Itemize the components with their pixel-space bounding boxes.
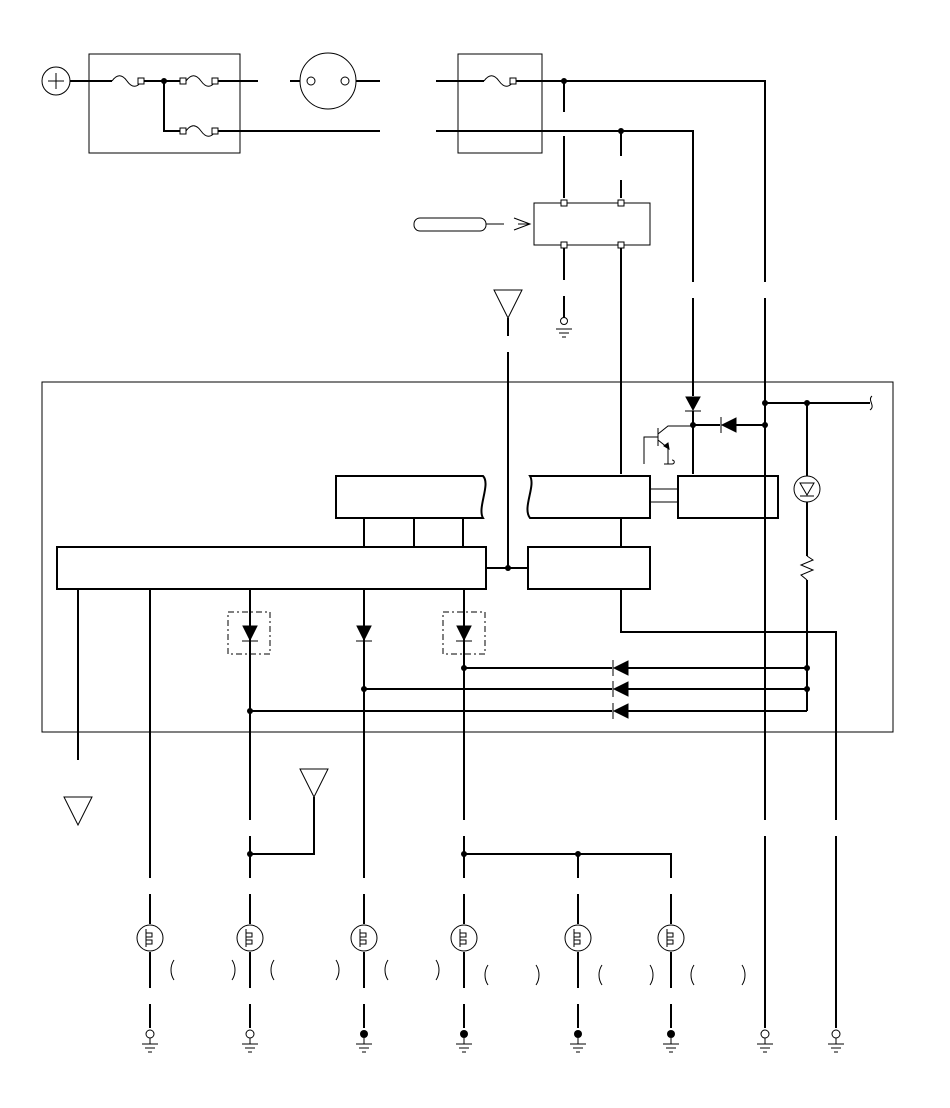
resistor-icon xyxy=(799,555,815,581)
diode-icon xyxy=(720,417,737,433)
ground-icon xyxy=(570,1030,586,1053)
diode-icon xyxy=(685,396,701,412)
bus-b-c xyxy=(650,488,678,503)
transistor-icon xyxy=(643,425,693,465)
junction-dot xyxy=(762,422,768,428)
fuse-box-left xyxy=(88,53,241,154)
diode-icon xyxy=(612,703,629,719)
ground-icon xyxy=(828,1029,844,1053)
led-icon xyxy=(793,475,821,503)
wire-gap-marks xyxy=(691,282,838,836)
junction-dot xyxy=(505,565,511,571)
ground-icon xyxy=(663,1030,679,1053)
wire-break-mark xyxy=(869,395,873,411)
diode-icon xyxy=(456,625,472,642)
block-main xyxy=(56,546,487,590)
wire-ch5-branch xyxy=(464,853,672,878)
fuse-icon xyxy=(179,125,219,137)
control-module-outline xyxy=(41,381,894,733)
diode-icon xyxy=(242,625,258,642)
ground-icon xyxy=(556,317,572,338)
speaker-icon xyxy=(564,894,592,1028)
ground-icon xyxy=(356,1030,372,1053)
speaker-icon xyxy=(236,894,264,1028)
fuse-box-right xyxy=(457,53,543,154)
block-c xyxy=(677,475,779,519)
diode-icon xyxy=(612,681,629,697)
wire-acc-main xyxy=(436,130,694,290)
antenna-icon xyxy=(493,289,523,320)
wire-d-out xyxy=(620,589,837,820)
junction-dot xyxy=(804,665,810,671)
junction-dot xyxy=(804,686,810,692)
battery-positive-icon xyxy=(41,66,71,96)
bracket-marks xyxy=(170,959,746,986)
ignition-switch-icon xyxy=(290,52,380,110)
antenna-icon xyxy=(299,768,329,799)
actuator-rod xyxy=(413,217,532,232)
junction-dot xyxy=(247,708,253,714)
wire-bplus-main xyxy=(516,80,766,290)
block-b xyxy=(526,475,651,519)
bus-a-main xyxy=(363,518,464,547)
junction-dot xyxy=(461,665,467,671)
junction-dot xyxy=(361,686,367,692)
fuse-icon xyxy=(111,75,145,87)
fuse-icon xyxy=(483,75,517,87)
diode-icon xyxy=(356,625,372,642)
relay-icon xyxy=(533,199,651,249)
wire-antenna-lower xyxy=(250,797,315,855)
junction-dot xyxy=(247,851,253,857)
wire-fuse-branch xyxy=(163,81,180,132)
fuse-icon xyxy=(179,75,219,87)
speaker-icon xyxy=(350,894,378,1028)
diode-icon xyxy=(612,660,629,676)
block-a xyxy=(335,475,487,519)
ground-icon xyxy=(456,1030,472,1053)
speaker-icon xyxy=(657,894,685,1028)
speaker-icon xyxy=(450,894,478,1028)
ground-icon xyxy=(757,1029,773,1053)
block-d xyxy=(527,546,651,590)
ground-icon xyxy=(142,1029,158,1053)
speaker-icon xyxy=(136,894,164,1028)
ground-icon xyxy=(242,1029,258,1053)
antenna-icon xyxy=(63,796,93,827)
